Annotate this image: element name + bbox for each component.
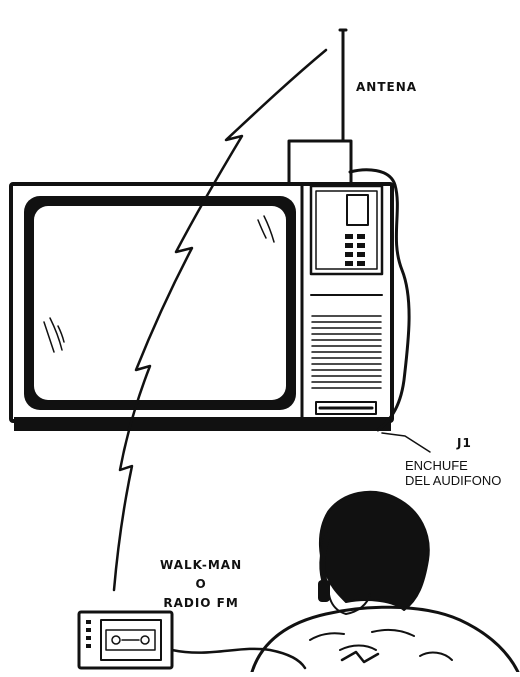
receiver-label: WALK-MAN O RADIO FM (160, 556, 242, 613)
jack-id-label: J1 (457, 436, 472, 450)
jack-label: ENCHUFE DEL AUDIFONO (405, 458, 501, 488)
transmission-bolt (112, 48, 328, 592)
audio-cable (348, 168, 411, 432)
jack-label-line-1: ENCHUFE (405, 458, 468, 473)
antenna-rod (338, 28, 348, 144)
speaker-grille (311, 315, 382, 389)
receiver-label-line-3: RADIO FM (163, 596, 239, 610)
listener-hair (318, 490, 430, 611)
transmitter-box (287, 139, 353, 187)
headphone-earpiece (318, 580, 330, 602)
antenna-label: ANTENA (356, 80, 418, 94)
receiver-label-line-2: O (195, 577, 207, 591)
jack-pointer (381, 432, 431, 453)
jack-label-line-2: DEL AUDIFONO (405, 473, 502, 488)
listener-shoulders (250, 605, 520, 674)
receiver-label-line-1: WALK-MAN (160, 558, 243, 572)
tv-bottom-button (315, 401, 377, 415)
tv-set (9, 182, 394, 431)
tv-screen (34, 206, 286, 400)
keypad (345, 234, 365, 266)
headphone-cable (170, 647, 307, 670)
listener (250, 490, 520, 674)
control-panel (309, 184, 384, 276)
walkman-device (77, 610, 174, 670)
